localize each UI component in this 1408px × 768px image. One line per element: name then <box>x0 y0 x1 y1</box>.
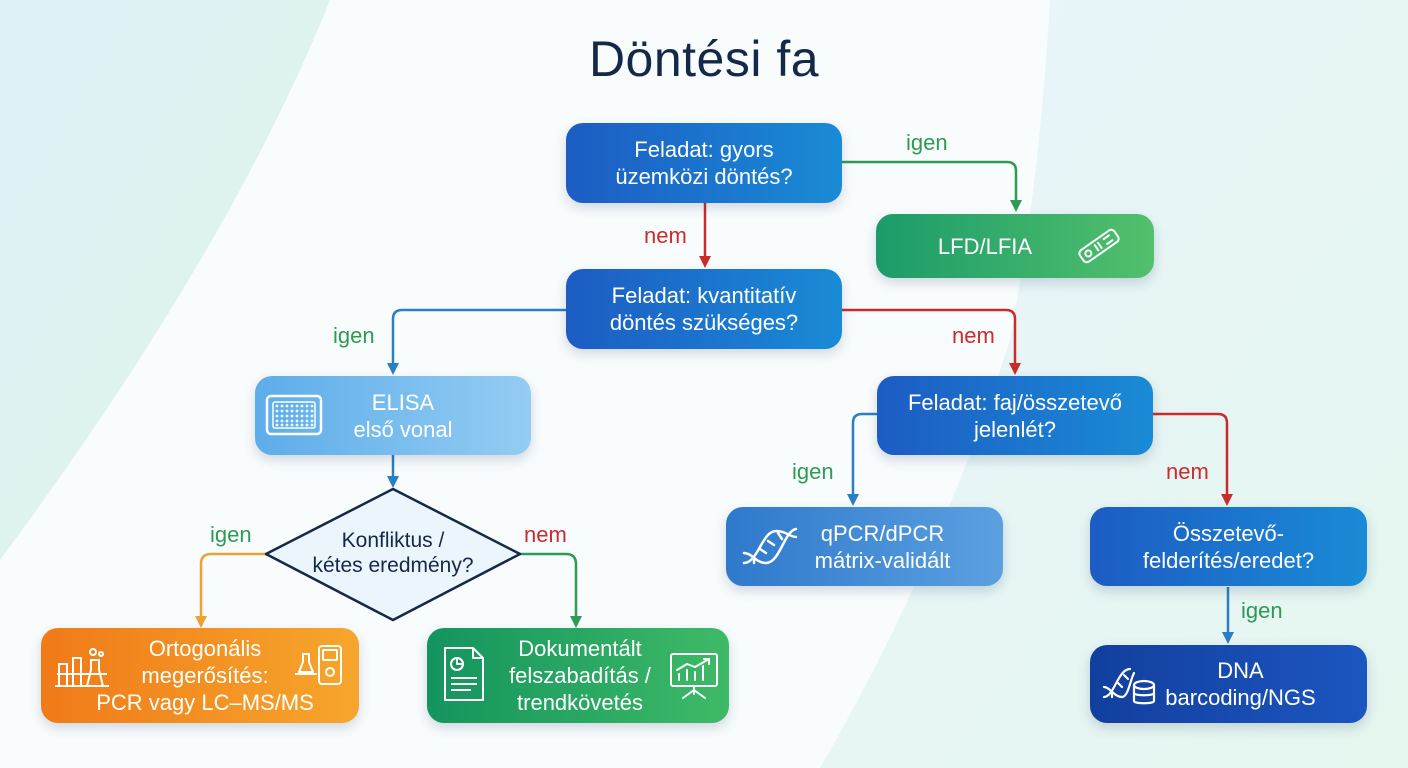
node-elisa: ELISA első vonal <box>255 376 531 455</box>
node-ingredient-discovery: Összetevő- felderítés/eredet? <box>1090 507 1367 586</box>
diamond-line-2: kétes eredmény? <box>312 554 474 577</box>
edge-label-diamond-no: nem <box>524 522 567 547</box>
node-qpcr-dpcr-line-2: mátrix-validált <box>814 547 951 573</box>
node-elisa-line-2: első vonal <box>353 416 453 442</box>
node-elisa-line-1: ELISA <box>371 389 435 415</box>
node-qpcr-dpcr: qPCR/dPCR mátrix-validált <box>726 507 1003 586</box>
dna-helix-icon <box>742 527 798 565</box>
node-quantitative-decision-line-1: Feladat: kvantitatív <box>611 283 797 308</box>
edge-label-diamond-yes: igen <box>210 522 252 547</box>
node-lfd-lfia: LFD/LFIA <box>876 214 1154 278</box>
node-quick-decision-line-2: üzemközi döntés? <box>615 164 793 189</box>
node-documented-line-1: Dokumentált <box>518 636 642 661</box>
edge-label-q1-no: nem <box>644 223 687 248</box>
node-dna-barcoding-line-1: DNA <box>1217 658 1264 683</box>
microplate-icon <box>265 394 323 436</box>
dna-database-icon <box>1102 667 1156 705</box>
node-dna-barcoding-line-2: barcoding/NGS <box>1165 685 1316 710</box>
node-documented-line-3: trendkövetés <box>517 690 643 715</box>
node-orthogonal-line-3: PCR vagy LC–MS/MS <box>96 690 314 715</box>
node-lfd-lfia-line-1: LFD/LFIA <box>937 233 1033 259</box>
diamond-text: Konfliktus / kétes eredmény? <box>266 528 520 578</box>
test-strip-icon <box>1078 228 1120 264</box>
node-quantitative-decision: Feladat: kvantitatív döntés szükséges? <box>566 269 842 349</box>
node-orthogonal-confirmation: Ortogonális megerősítés: PCR vagy LC–MS/… <box>41 628 359 723</box>
diamond-line-1: Konfliktus / <box>341 529 445 552</box>
trend-chart-icon <box>670 653 718 699</box>
lab-glassware-icon <box>55 648 109 687</box>
node-quick-decision-line-1: Feladat: gyors <box>634 137 774 162</box>
document-icon <box>444 647 484 701</box>
node-species-ingredient-line-2: jelenlét? <box>974 416 1056 442</box>
node-qpcr-dpcr-line-1: qPCR/dPCR <box>820 520 945 546</box>
edge-label-q2-yes: igen <box>333 323 375 348</box>
page-title: Döntési fa <box>588 31 820 87</box>
edge-label-q1-yes: igen <box>906 130 948 155</box>
node-species-ingredient: Feladat: faj/összetevő jelenlét? <box>877 376 1153 455</box>
edge-label-q4-yes: igen <box>1241 598 1283 623</box>
node-orthogonal-line-1: Ortogonális <box>148 636 262 661</box>
node-ingredient-discovery-line-1: Összetevő- <box>1172 520 1285 546</box>
node-dna-barcoding: DNA barcoding/NGS <box>1090 645 1367 723</box>
lab-instrument-icon <box>295 645 342 685</box>
node-species-ingredient-line-1: Feladat: faj/összetevő <box>907 389 1122 415</box>
edge-label-q3-no: nem <box>1166 459 1209 484</box>
node-quick-decision: Feladat: gyors üzemközi döntés? <box>566 123 842 203</box>
node-ingredient-discovery-line-2: felderítés/eredet? <box>1142 547 1315 573</box>
edge-label-q2-no: nem <box>952 323 995 348</box>
node-quantitative-decision-line-2: döntés szükséges? <box>609 310 799 335</box>
edge-label-q3-yes: igen <box>792 459 834 484</box>
node-documented-line-2: felszabadítás / <box>509 663 651 688</box>
node-documented-release: Dokumentált felszabadítás / trendkövetés <box>427 628 729 723</box>
node-orthogonal-line-2: megerősítés: <box>141 663 269 688</box>
